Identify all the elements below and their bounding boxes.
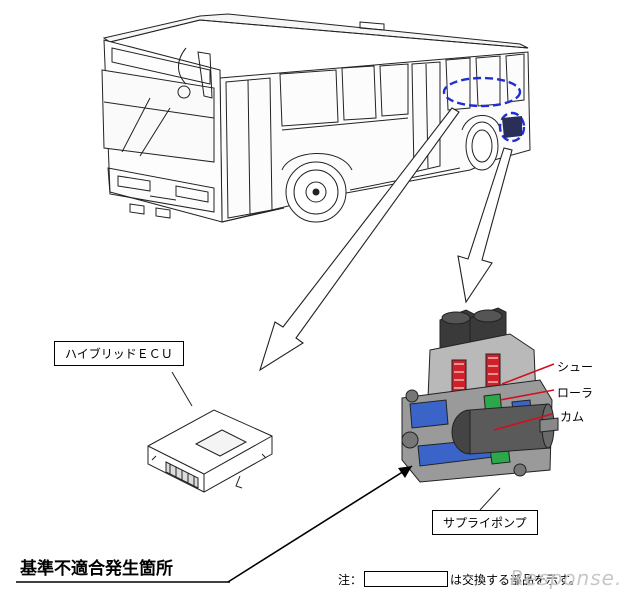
replacement-part-swatch <box>364 571 449 587</box>
pump-label-leader <box>479 487 501 511</box>
bus-illustration <box>101 13 531 223</box>
pump-label: サプライポンプ <box>432 510 538 535</box>
cam-pointer <box>493 413 553 431</box>
cam-label: カム <box>560 410 585 424</box>
pump-location-block <box>502 116 522 138</box>
ecu-location-highlight <box>442 76 522 108</box>
ecu-label: ハイブリッドＥＣＵ <box>54 341 184 366</box>
note-suffix: は交換する部品を示す。 <box>450 573 581 587</box>
supply-pump <box>401 307 559 483</box>
part-pointers <box>493 363 555 431</box>
roller-pointer <box>499 389 555 401</box>
pump-location-highlight <box>498 111 526 143</box>
shoe-label: シュー <box>557 360 594 374</box>
shoe-pointer <box>501 363 555 385</box>
roller-label: ローラ <box>557 386 594 400</box>
ecu-arrow <box>259 107 460 372</box>
bus-highlights <box>442 76 526 143</box>
defect-location-label: 基準不適合発生箇所 <box>20 559 173 579</box>
callout-arrows <box>259 107 513 372</box>
ecu-module <box>147 371 273 493</box>
note-prefix: 注： <box>338 573 363 587</box>
legend-note: 注： は交換する部品を示す。 <box>338 571 581 588</box>
pump-arrow <box>457 147 513 304</box>
defect-pointer <box>16 465 413 583</box>
watermark: Response. <box>510 566 623 590</box>
